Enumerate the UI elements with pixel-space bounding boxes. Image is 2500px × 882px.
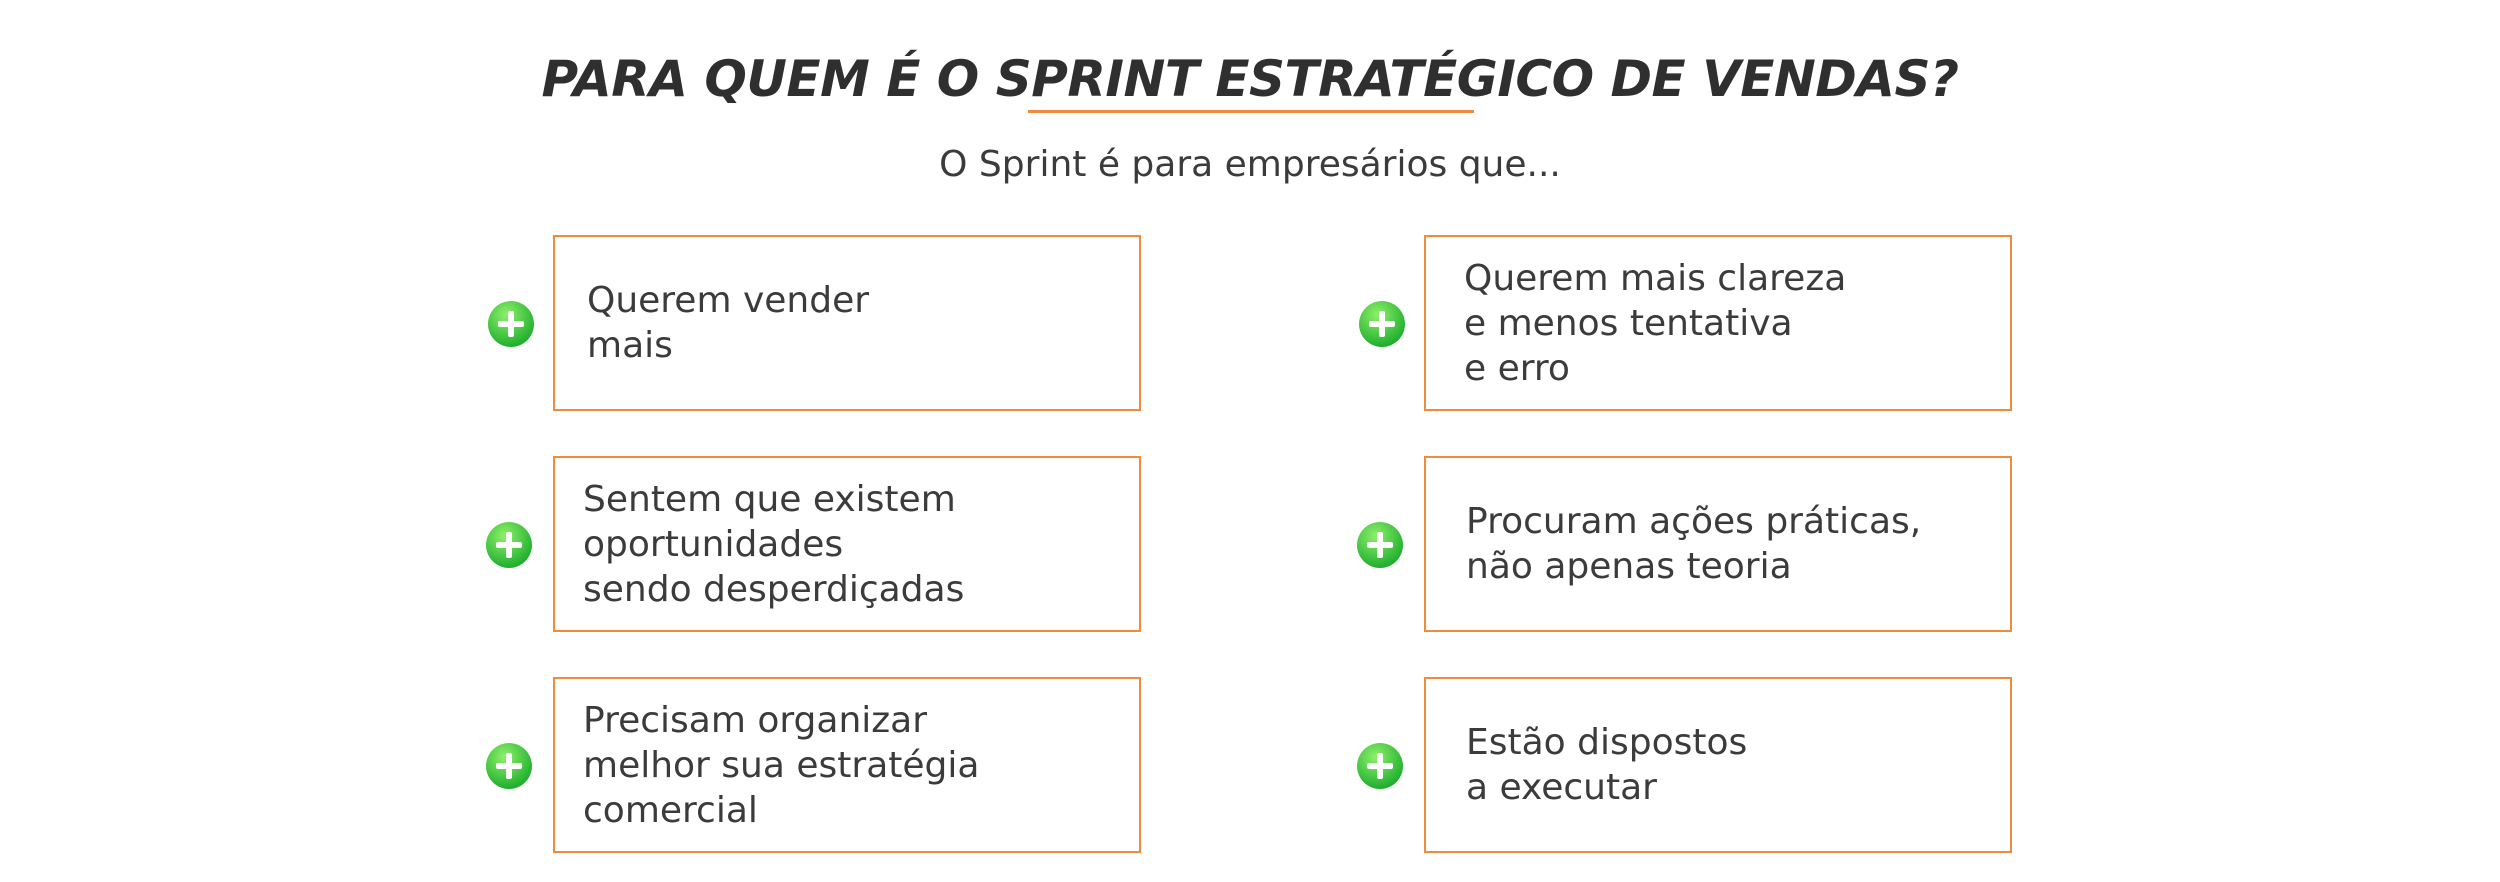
audience-card: Querem mais clareza e menos tentativa e … (1424, 235, 2012, 411)
audience-card-text: Estão dispostos a executar (1466, 722, 1748, 808)
audience-card-text: Precisam organizar melhor sua estratégia… (583, 699, 980, 831)
audience-card: Precisam organizar melhor sua estratégia… (553, 677, 1141, 853)
plus-circle-icon (1359, 301, 1405, 347)
plus-circle-icon (1357, 522, 1403, 568)
plus-circle-icon (488, 301, 534, 347)
page-title: PARA QUEM É O SPRINT ESTRATÉGICO DE VEND… (541, 50, 1959, 108)
audience-card: Estão dispostos a executar (1424, 677, 2012, 853)
audience-card: Procuram ações práticas, não apenas teor… (1424, 456, 2012, 632)
plus-circle-icon (1357, 743, 1403, 789)
plus-circle-icon (486, 743, 532, 789)
audience-card-text: Querem mais clareza e menos tentativa e … (1464, 257, 1847, 389)
page-subtitle: O Sprint é para empresários que... (939, 144, 1561, 185)
plus-circle-icon (486, 522, 532, 568)
audience-card: Querem vender mais (553, 235, 1141, 411)
audience-card-text: Sentem que existem oportunidades sendo d… (583, 478, 965, 610)
audience-card: Sentem que existem oportunidades sendo d… (553, 456, 1141, 632)
audience-card-text: Querem vender mais (587, 280, 870, 366)
title-underline (1028, 110, 1474, 113)
audience-card-text: Procuram ações práticas, não apenas teor… (1466, 501, 1922, 587)
